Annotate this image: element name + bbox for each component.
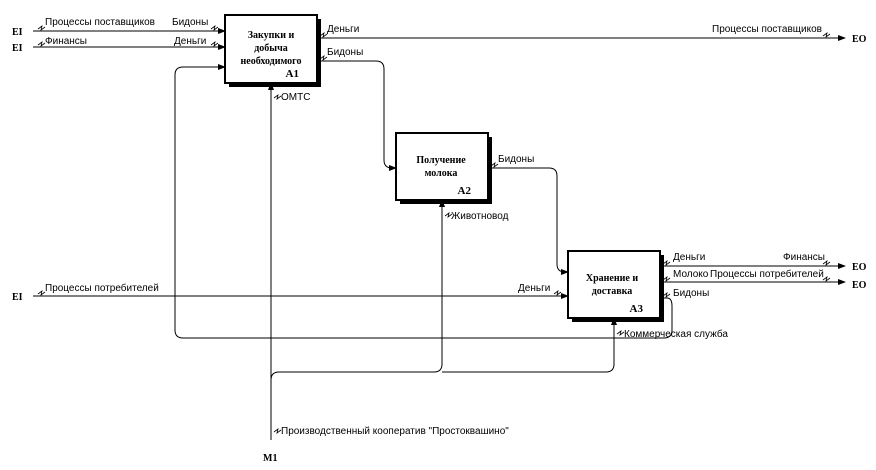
tag-eo-3: EO [852,280,867,291]
activity-box-a1[interactable]: Закупки и добыча необходимого A1 [224,14,321,87]
label-supplier-processes-in: Процессы поставщиков [45,17,155,28]
tag-eo-1: EO [852,34,867,45]
tick-a1-bidony-out [319,55,328,61]
tick-supplier-processes-out [822,32,831,38]
activity-box-a1-name-line-2: добыча [254,43,288,54]
arrow-a3-bidony-feedback-to-a1[interactable] [174,64,673,339]
label-mechanism-cooperative: Производственный кооператив "Простокваши… [281,426,509,437]
activity-box-a2-name-line-2: молока [425,168,458,179]
activity-box-a3-id: A3 [630,303,644,315]
activity-box-a3-name-line-2: доставка [592,286,633,297]
arrow-a2-bidony-to-a3[interactable] [488,167,569,275]
tick-mechanism-cooperative [273,428,282,434]
activity-box-a1-name-line-1: Закупки и [248,30,295,41]
label-a3-money-in: Деньги [518,283,550,294]
label-a1-bidony-in: Бидоны [172,17,208,28]
tick-a3-money-in [553,290,562,296]
tick-consumer-processes-in [37,290,46,296]
tick-consumer-processes-out [822,276,831,282]
tag-m1: M1 [263,453,277,464]
tick-finance-out [822,260,831,266]
activity-box-a3-frame [567,250,661,319]
label-a3-bidony-out: Бидоны [673,288,709,299]
arrow-a1-bidony-to-a2[interactable] [317,60,397,171]
tag-eo-2: EO [852,262,867,273]
tick-a3-bidony-out [662,292,671,298]
tag-ei-2: EI [12,43,23,54]
activity-box-a2-name-line-1: Получение [416,155,466,166]
tick-mechanism-herdsman [444,212,453,218]
activity-box-a1-name-line-3: необходимого [241,56,302,67]
activity-box-a1-id: A1 [286,68,299,80]
activity-box-a3[interactable]: Хранение и доставка A3 [567,250,664,322]
tag-ei-1: EI [12,27,23,38]
activity-box-a2-frame [395,132,489,201]
label-a1-money-out: Деньги [327,24,359,35]
label-mechanism-omts: ОМТС [281,92,310,103]
label-a3-money-out: Деньги [673,252,705,263]
tick-supplier-processes-in [37,25,46,31]
tick-mechanism-commerce [616,330,625,336]
tick-a1-bidony-in [210,25,219,31]
arrow-mechanism-herdsman-to-a2[interactable] [270,199,445,381]
tick-mechanism-omts [273,94,282,100]
label-finance-in: Финансы [45,36,87,47]
tick-a3-money-out [662,260,671,266]
tick-a3-milk-out [662,276,671,282]
label-a1-bidony-out: Бидоны [327,47,363,58]
tick-finance-in [37,41,46,47]
label-mechanism-commerce: Коммерческая служба [624,328,728,340]
label-supplier-processes-out: Процессы поставщиков [712,24,822,35]
label-a2-bidony-out: Бидоны [498,154,534,165]
tick-a2-bidony-out [490,162,499,168]
label-finance-out: Финансы [783,252,825,263]
tick-a1-money-out [319,32,328,38]
arrow-mechanism-commerce-to-a3[interactable] [442,317,617,373]
tick-a1-money-in [210,41,219,47]
activity-box-a2-id: A2 [458,185,472,197]
label-consumer-processes-out: Процессы потребителей [710,268,824,280]
label-mechanism-herdsman: Животновод [451,211,509,222]
activity-box-a2[interactable]: Получение молока A2 [395,132,492,204]
label-a1-money-in: Деньги [174,36,206,47]
activity-box-a3-name-line-1: Хранение и [586,273,638,284]
label-milk-out: Молоко [673,269,709,280]
activity-box-a1-frame [224,14,318,84]
tag-ei-3: EI [12,292,23,303]
label-consumer-processes-in: Процессы потребителей [45,282,159,294]
